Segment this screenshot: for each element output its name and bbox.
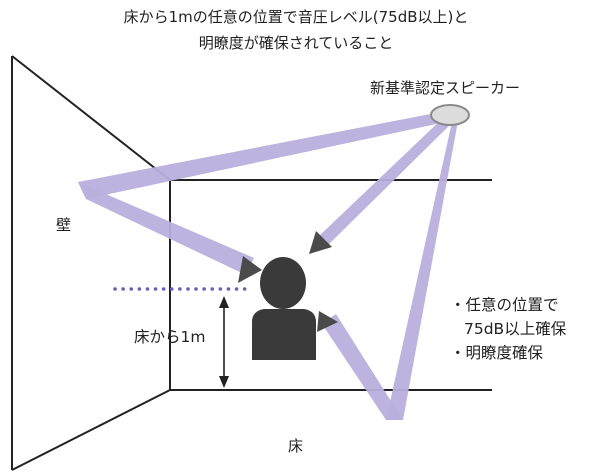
floor-label: 床 xyxy=(288,437,304,455)
speaker-icon xyxy=(430,104,470,126)
sound-beams xyxy=(78,111,458,420)
arrow-head-direct xyxy=(309,231,332,254)
room-outline xyxy=(11,55,492,471)
beam-to-floor xyxy=(386,121,458,420)
wall-bottom-edge xyxy=(11,389,171,471)
beam-wall-to-person xyxy=(78,182,254,275)
note-item: ・明瞭度確保 xyxy=(450,344,544,362)
beam-direct xyxy=(319,117,454,245)
note-item: ・任意の位置で xyxy=(450,296,559,314)
beam-to-wall xyxy=(78,111,455,199)
height-dimension-arrow xyxy=(219,296,229,388)
title-line-1: 床から1mの任意の位置で音圧レベル(75dB以上)と xyxy=(123,8,469,26)
requirement-notes: ・任意の位置で 75dB以上確保 ・明瞭度確保 xyxy=(450,293,566,365)
beam-floor-to-person xyxy=(322,314,403,420)
title-line-2: 明瞭度が確保されていること xyxy=(198,34,394,52)
arrow-head-reflected xyxy=(238,256,262,283)
wall-top-edge xyxy=(11,55,171,181)
speaker-label: 新基準認定スピーカー xyxy=(370,79,521,97)
wall-label: 壁 xyxy=(56,216,72,234)
height-label: 床から1m xyxy=(134,328,206,346)
arrow-head-floor xyxy=(317,311,338,332)
person-icon xyxy=(252,257,316,360)
note-item: 75dB以上確保 xyxy=(464,320,567,338)
